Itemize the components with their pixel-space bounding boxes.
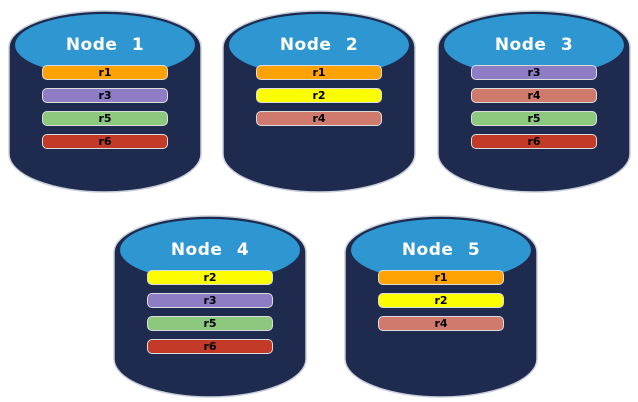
replica-bar: r5 — [471, 111, 597, 126]
replica-list: r1 r3 r5 r6 — [8, 65, 202, 157]
node-label: Node 4 — [170, 240, 250, 260]
replica-bar: r4 — [471, 88, 597, 103]
replica-list: r2 r3 r5 r6 — [113, 270, 307, 362]
replica-bar: r4 — [256, 111, 382, 126]
replica-list: r3 r4 r5 r6 — [437, 65, 631, 157]
replica-list: r1 r2 r4 — [344, 270, 538, 339]
node-label: Node 2 — [279, 35, 359, 55]
node-cylinder-5: Node 5 r1 r2 r4 — [344, 211, 538, 399]
replica-bar: r3 — [42, 88, 168, 103]
replica-bar: r2 — [147, 270, 273, 285]
replica-bar: r2 — [378, 293, 504, 308]
node-cylinder-1: Node 1 r1 r3 r5 r6 — [8, 6, 202, 194]
replica-bar: r4 — [378, 316, 504, 331]
replica-bar: r3 — [147, 293, 273, 308]
node-label: Node 3 — [494, 35, 574, 55]
replica-bar: r6 — [471, 134, 597, 149]
node-cylinder-4: Node 4 r2 r3 r5 r6 — [113, 211, 307, 399]
replica-list: r1 r2 r4 — [222, 65, 416, 134]
replica-bar: r6 — [147, 339, 273, 354]
node-label: Node 1 — [65, 35, 145, 55]
replica-bar: r6 — [42, 134, 168, 149]
replica-bar: r5 — [147, 316, 273, 331]
replica-bar: r1 — [42, 65, 168, 80]
replica-bar: r3 — [471, 65, 597, 80]
replica-bar: r2 — [256, 88, 382, 103]
replica-bar: r5 — [42, 111, 168, 126]
replica-bar: r1 — [256, 65, 382, 80]
node-cylinder-3: Node 3 r3 r4 r5 r6 — [437, 6, 631, 194]
node-cylinder-2: Node 2 r1 r2 r4 — [222, 6, 416, 194]
replica-bar: r1 — [378, 270, 504, 285]
node-label: Node 5 — [401, 240, 481, 260]
